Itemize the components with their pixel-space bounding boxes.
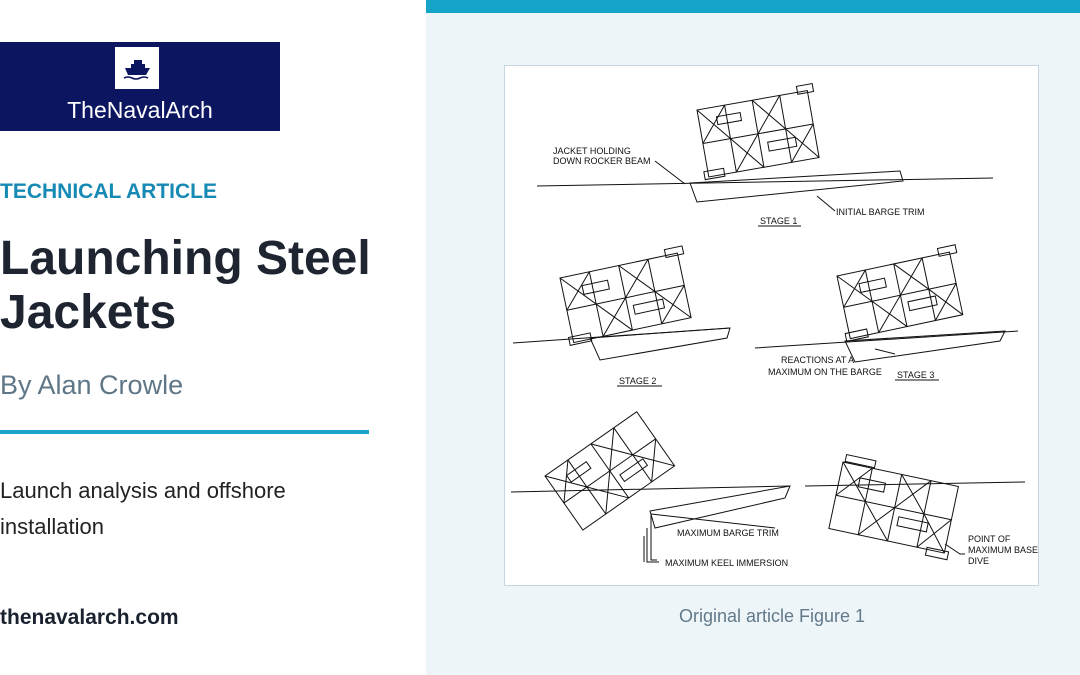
stage1-label: STAGE 1: [760, 216, 797, 226]
base-dive-label-line2: MAXIMUM BASE: [968, 545, 1038, 555]
ship-icon: [115, 47, 159, 89]
keel-immersion-label: MAXIMUM KEEL IMMERSION: [665, 558, 788, 568]
launch-stages-drawing: JACKET HOLDING DOWN ROCKER BEAM STAGE 1 …: [510, 83, 1038, 568]
page-title: Launching Steel Jackets: [0, 232, 371, 339]
stage2-label: STAGE 2: [619, 376, 656, 386]
website-link[interactable]: thenavalarch.com: [0, 606, 179, 629]
figure-caption: Original article Figure 1: [678, 606, 866, 626]
accent-bar: [426, 0, 1080, 13]
stage3-label: STAGE 3: [897, 370, 934, 380]
rocker-label-line2: DOWN ROCKER BEAM: [553, 156, 651, 166]
base-dive-label-line3: DIVE: [968, 556, 989, 566]
figure-image: JACKET HOLDING DOWN ROCKER BEAM STAGE 1 …: [504, 65, 1039, 586]
article-category: TECHNICAL ARTICLE: [0, 180, 217, 203]
base-dive-label-line1: POINT OF: [968, 534, 1011, 544]
reactions-label-line2: MAXIMUM ON THE BARGE: [768, 367, 882, 377]
brand-logo[interactable]: TheNavalArch: [0, 42, 280, 131]
article-summary: Launch analysis and offshore installatio…: [0, 478, 286, 539]
rocker-label-line1: JACKET HOLDING: [553, 146, 631, 156]
max-trim-label: MAXIMUM BARGE TRIM: [677, 528, 779, 538]
reactions-label-line1: REACTIONS AT A: [781, 355, 854, 365]
brand-name: TheNavalArch: [67, 97, 213, 123]
author-byline: By Alan Crowle: [0, 370, 184, 400]
initial-trim-label: INITIAL BARGE TRIM: [836, 207, 925, 217]
right-panel: JACKET HOLDING DOWN ROCKER BEAM STAGE 1 …: [426, 0, 1080, 675]
left-panel: TheNavalArch TECHNICAL ARTICLE Launching…: [0, 0, 426, 675]
divider: [0, 430, 369, 434]
